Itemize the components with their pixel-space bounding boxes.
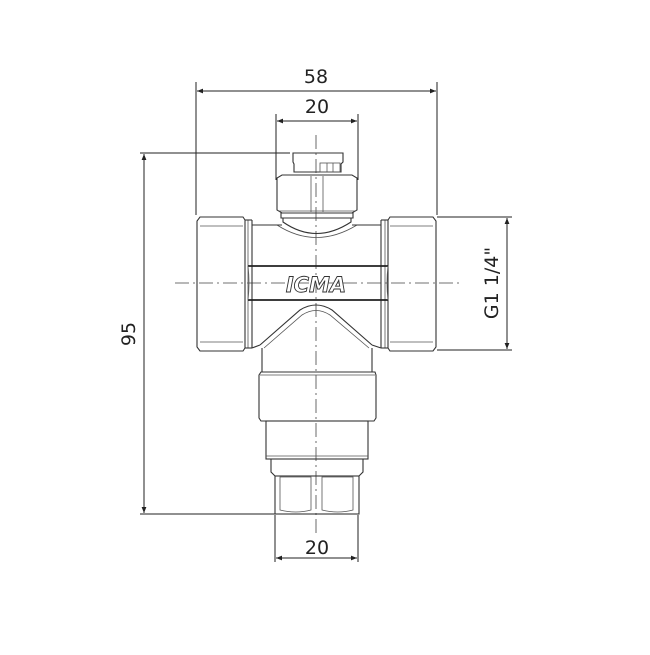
dimension-overall-height: 95 [118, 152, 290, 515]
dim-label-bottom-width: 20 [305, 537, 329, 559]
brand-logo: ICMA [286, 273, 346, 297]
lower-stem [258, 371, 377, 515]
dimension-thread: G1 1/4" [437, 216, 512, 351]
dim-label-overall-width: 58 [304, 66, 328, 88]
dim-label-overall-height: 95 [118, 322, 140, 346]
top-cap [276, 152, 358, 238]
dimension-bottom-width: 20 [274, 515, 359, 562]
dimension-overall-width: 58 [195, 66, 438, 215]
centerlines [175, 135, 460, 535]
right-thread-end [381, 216, 437, 352]
dimension-top-width: 20 [275, 96, 359, 180]
left-thread-end [196, 216, 252, 352]
dim-label-thread: G1 1/4" [481, 247, 503, 319]
dim-label-top-width: 20 [305, 96, 329, 118]
valve-body: ICMA [247, 220, 389, 372]
